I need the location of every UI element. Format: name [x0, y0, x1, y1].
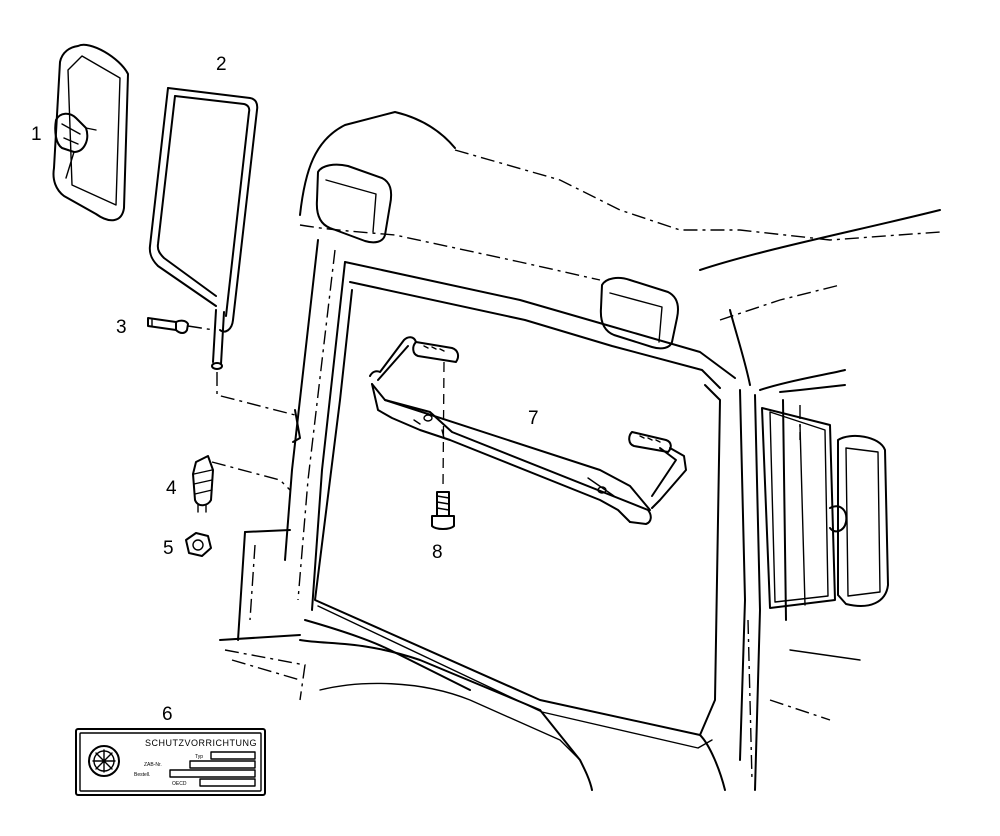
assembly-line-arm	[216, 372, 296, 416]
callout-2: 2	[216, 54, 227, 75]
plate-row-4-label: OECD	[172, 781, 187, 787]
plate-heading: SCHUTZVORRICHTUNG	[145, 738, 257, 748]
callout-labels: 1 2 3 4 5 6 7 8	[31, 54, 539, 725]
callout-4: 4	[166, 478, 177, 499]
plate-row-2-label: ZAB-Nr.	[144, 762, 162, 768]
cab-outline	[219, 111, 941, 791]
callout-3: 3	[116, 317, 127, 338]
plate-row-1-label: Typ	[195, 754, 203, 760]
part-8-screw	[431, 491, 455, 530]
part-3-pin	[147, 317, 215, 334]
part-2-mirror-arm	[148, 87, 259, 370]
cab-mount	[292, 409, 301, 443]
part-7-bracket	[369, 336, 687, 525]
callout-7: 7	[528, 408, 539, 429]
callout-1: 1	[31, 124, 42, 145]
part-6-data-plate: SCHUTZVORRICHTUNG Typ ZAB-Nr. Bestell. O…	[75, 728, 266, 796]
part-1-mirror	[52, 43, 129, 222]
part-4-bushing	[192, 455, 291, 513]
plate-seal	[88, 745, 120, 777]
plate-row-3-label: Bestell.	[134, 772, 150, 778]
callout-8: 8	[432, 542, 443, 563]
callout-5: 5	[163, 538, 174, 559]
installed-side-mirror	[761, 407, 889, 609]
callout-6: 6	[162, 704, 173, 725]
part-5-nut	[185, 532, 212, 557]
assembly-line-screw	[442, 361, 445, 489]
